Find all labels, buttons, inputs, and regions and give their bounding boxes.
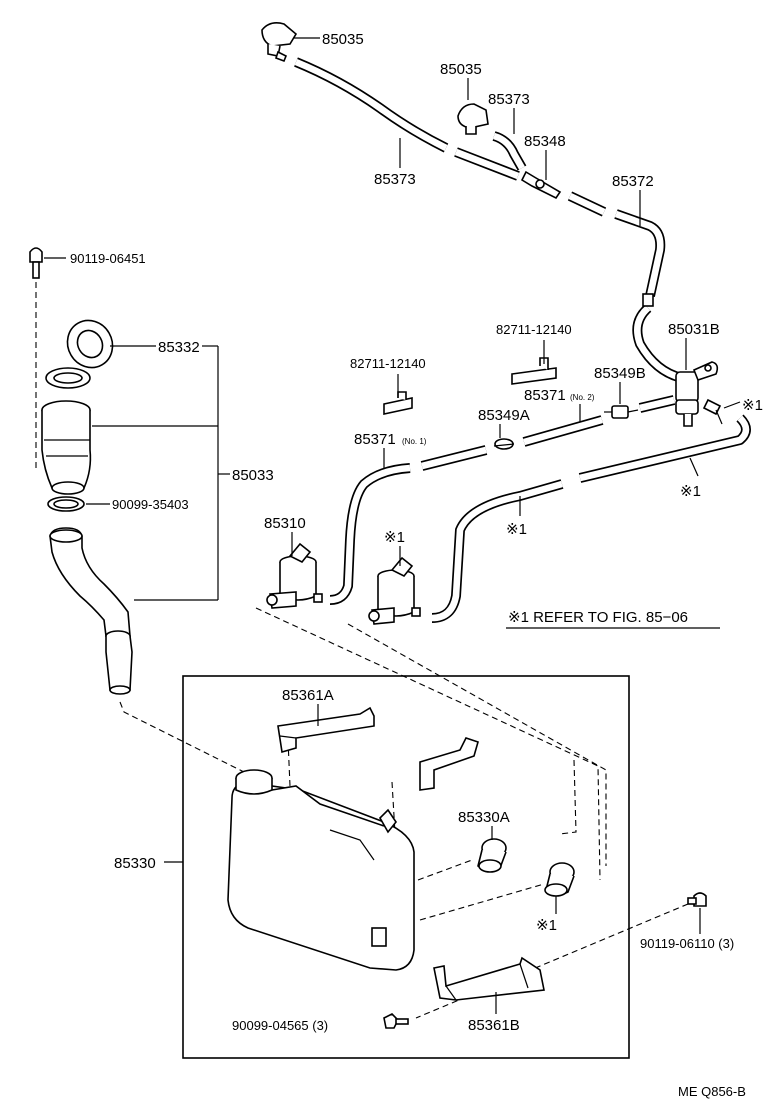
hose-connector [642, 293, 654, 307]
clip-90099-35403 [47, 496, 85, 512]
bolt-90119-06110 [687, 892, 707, 907]
label-inlet-85033: 85033 [232, 467, 274, 484]
label-bracket-85361b: 85361B [468, 1017, 520, 1034]
label-bolt-right: 90119-06110 (3) [640, 936, 734, 951]
label-joint-85348: 85348 [524, 133, 566, 150]
hose-85373-right [492, 131, 527, 171]
hose-center-segment [454, 147, 520, 181]
fitting-ref-right [702, 398, 723, 425]
hose-85372 [614, 209, 666, 298]
washer-tank-85330 [227, 769, 415, 971]
label-bolt-bottom: 90099-04565 (3) [232, 1018, 328, 1033]
label-hose-no2-sub: (No. 2) [570, 393, 595, 402]
hose-short-segment [567, 191, 607, 217]
washer-motor-85310 [266, 542, 323, 609]
refer-note: ※1 REFER TO FIG. 85−06 [508, 609, 688, 626]
label-hose-85373-left: 85373 [374, 171, 416, 188]
label-nozzle-right: 85035 [440, 61, 482, 78]
joint-85348 [520, 170, 562, 200]
ref-mark-motor: ※1 [384, 529, 405, 546]
bracket-85361a [277, 706, 375, 754]
label-motor-85310: 85310 [264, 515, 306, 532]
ref-mark-hose-right: ※1 [680, 483, 701, 500]
washer-motor-ref [368, 556, 421, 625]
label-nozzle-left: 85035 [322, 31, 364, 48]
ref-mark-right: ※1 [742, 397, 763, 414]
label-clip: 90099-35403 [112, 497, 189, 512]
label-hose-no2-num: 85371 [524, 387, 566, 404]
label-hose-85372: 85372 [612, 173, 654, 190]
bracket-mid [419, 737, 479, 791]
check-valve-85031b [675, 361, 719, 427]
washer-nozzle-right [457, 103, 489, 135]
label-hose-no1-sub: (No. 1) [402, 437, 427, 446]
tank-assembly-box [182, 675, 630, 1059]
bolt-90099-04565 [383, 1013, 409, 1029]
washer-nozzle-left [261, 22, 298, 63]
grommet-85330a [477, 838, 507, 873]
joint-85349a [493, 438, 515, 450]
label-joint-85349a: 85349A [478, 407, 530, 424]
tee-85349b [604, 405, 639, 419]
clamp-82711-right [511, 357, 557, 385]
label-clamp-right: 82711-12140 [496, 322, 572, 337]
label-hose-no1-num: 85371 [354, 431, 396, 448]
hose-85373-left [294, 57, 449, 153]
label-cap-85332: 85332 [158, 339, 200, 356]
label-valve-85031b: 85031B [668, 321, 720, 338]
label-bracket-85361a: 85361A [282, 687, 334, 704]
filler-neck [41, 400, 92, 495]
hose-valve-to-tee [638, 395, 676, 413]
figure-code: ME Q856-B [678, 1084, 746, 1099]
label-grommet-85330a: 85330A [458, 809, 510, 826]
label-hose-85373-right: 85373 [488, 91, 530, 108]
hose-to-valve [632, 304, 684, 383]
grommet-ref [544, 862, 575, 897]
bolt-90119-06451 [29, 247, 43, 279]
ref-mark-hose-left: ※1 [506, 521, 527, 538]
label-bolt-top: 90119-06451 [70, 251, 146, 266]
hose-85371-no1 [329, 445, 488, 605]
hose-85371-no2 [522, 415, 604, 447]
label-clamp-left: 82711-12140 [350, 356, 426, 371]
filler-pipe [49, 527, 133, 695]
filler-cap [45, 319, 114, 389]
hose-ref-system [431, 414, 751, 623]
label-tank-85330: 85330 [114, 855, 156, 872]
ref-mark-grommet: ※1 [536, 917, 557, 934]
bracket-85361b [433, 956, 545, 1001]
label-tee-85349b: 85349B [594, 365, 646, 382]
